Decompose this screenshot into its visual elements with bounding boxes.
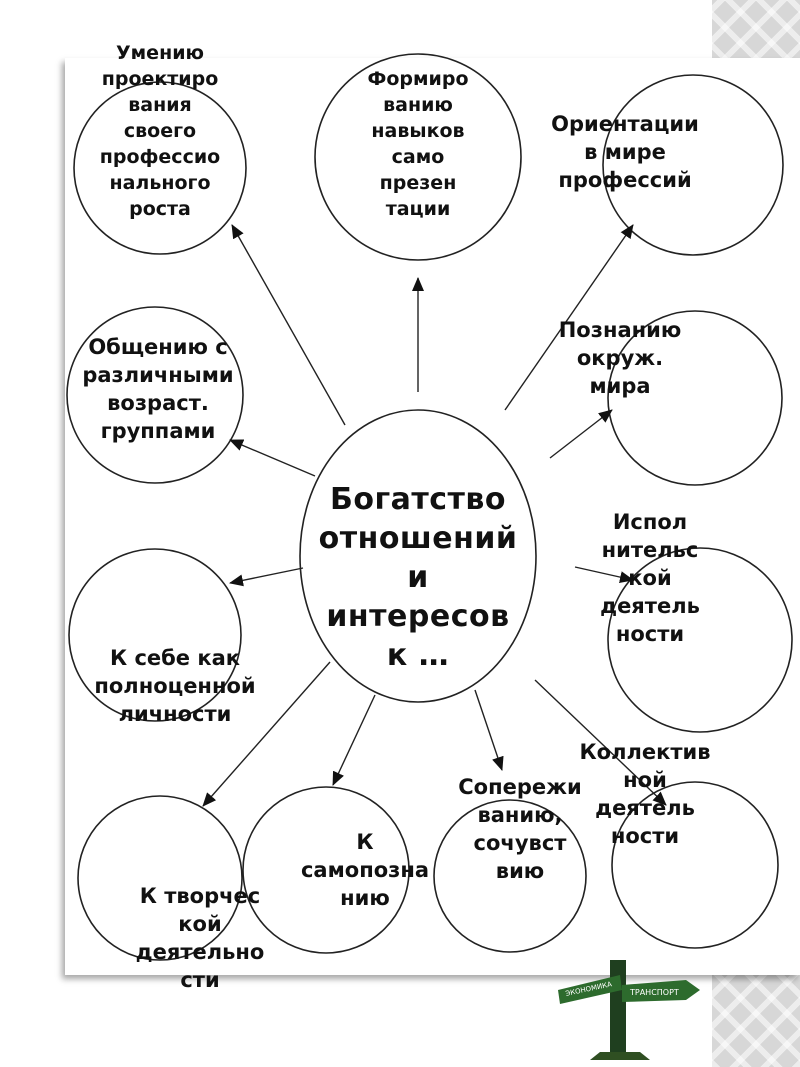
node-communication — [66, 306, 244, 484]
arrow-to-empathy — [474, 689, 504, 771]
node-label-executive: Испол нительс кой деятель ности — [600, 510, 700, 646]
center-label: Богатство отношений и интересов к … — [318, 482, 518, 673]
node-cognition — [607, 310, 783, 486]
node-label-empathy: Сопережи ванию, сочувст вию — [458, 775, 582, 883]
node-orientation — [602, 74, 784, 256]
node-label-creative: К творчес кой деятельно сти — [135, 884, 265, 992]
arrow-to-collective — [534, 679, 667, 806]
node-self-knowledge — [242, 786, 410, 954]
arrow-to-growth — [231, 224, 346, 426]
node-label-self-knowledge: К самопозна нию — [300, 830, 430, 910]
node-label-cognition: Познанию окруж. мира — [558, 318, 682, 398]
node-creative — [77, 795, 243, 961]
node-label-communication: Общению с различными возраст. группами — [82, 335, 234, 443]
node-growth — [73, 81, 247, 255]
node-label-presentation: Формиро ванию навыков само презен тации — [367, 68, 469, 220]
node-self-person — [68, 548, 242, 722]
diagram-sheet — [65, 58, 800, 975]
arrow-to-self-knowledge — [332, 694, 376, 786]
arrow-to-executive — [574, 566, 634, 584]
sign-transport — [622, 980, 700, 1002]
node-label-growth: Умению проектиро вания своего профессио … — [99, 42, 221, 220]
node-label-collective: Коллектив ной деятель ности — [579, 740, 711, 848]
sign-economy — [558, 975, 622, 1004]
arrow-to-cognition — [549, 409, 613, 459]
node-label-self-person: К себе как полноценной личности — [94, 646, 256, 726]
node-empathy — [433, 799, 587, 953]
node-collective — [611, 781, 779, 949]
decorative-pattern-bottom — [712, 960, 800, 1067]
node-label-orientation: Ориентации в мире профессий — [551, 112, 699, 192]
sign-transport-text: ТРАНСПОРТ — [629, 988, 679, 997]
center-node — [299, 409, 537, 703]
arrow-to-creative — [202, 661, 331, 807]
arrow-to-self-person — [229, 567, 304, 587]
signpost-illustration: ЭКОНОМИКА ТРАНСПОРТ — [558, 960, 700, 1060]
arrow-to-communication — [229, 439, 316, 477]
node-executive — [607, 547, 793, 733]
node-presentation — [314, 53, 522, 261]
arrow-to-orientation — [504, 224, 634, 411]
